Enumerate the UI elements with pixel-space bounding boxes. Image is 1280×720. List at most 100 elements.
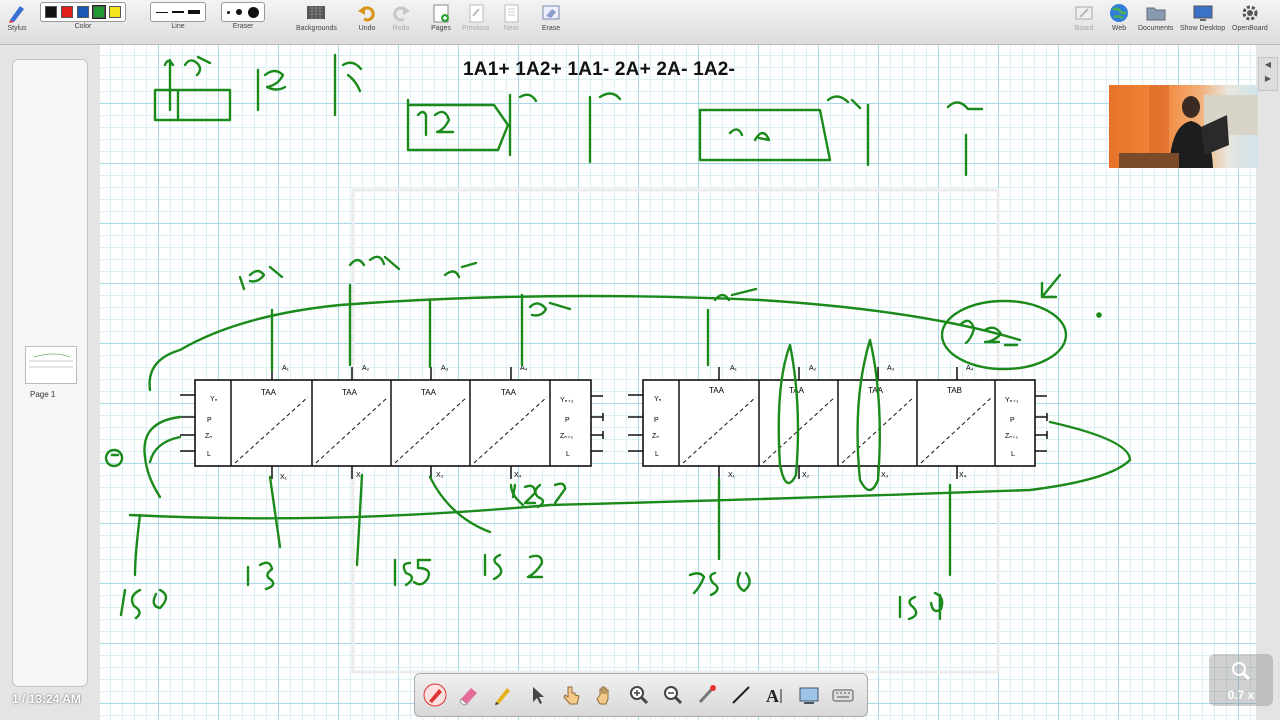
left-top-label-1: A₂ [362, 365, 370, 372]
line-thin[interactable] [156, 11, 168, 13]
eraser-large[interactable] [248, 6, 259, 18]
zoom-indicator[interactable]: 0.7 x [1209, 654, 1273, 706]
undo-button[interactable]: Undo [356, 2, 378, 32]
stylus-tool[interactable]: Stylus [6, 2, 28, 32]
left-bottom-label-3: X₄ [514, 472, 522, 479]
svg-text:A: A [766, 686, 779, 706]
left-module-3: TAA [501, 388, 517, 397]
page-thumbnail[interactable] [25, 346, 77, 384]
right-module-3: TAB [947, 386, 962, 395]
previous-page-icon [469, 4, 484, 23]
left-out-cell-0: Yₙ₊₁ [560, 397, 574, 404]
openboard-menu-button[interactable]: OpenBoard [1232, 2, 1268, 32]
eraser-medium[interactable] [236, 9, 242, 15]
show-desktop-button[interactable]: Show Desktop [1180, 2, 1225, 32]
right-out-cell-2: Zₙ₊₁ [1005, 433, 1019, 440]
right-in-cell-3: L [655, 451, 659, 458]
keyboard-icon[interactable] [831, 683, 855, 707]
hand-pointer-icon[interactable] [559, 683, 583, 707]
right-top-label-0: A₁ [730, 365, 738, 372]
right-module-0: TAA [709, 386, 725, 395]
page-time-indicator: 1 / 13:24 AM [12, 692, 81, 706]
globe-icon [1110, 4, 1128, 22]
color-tool[interactable]: Color [40, 2, 126, 30]
next-button[interactable]: Next [500, 2, 522, 32]
line-icon[interactable] [729, 683, 753, 707]
line-thick[interactable] [188, 10, 200, 14]
erase-board-icon [542, 5, 560, 20]
right-top-label-2: A₃ [887, 365, 895, 372]
left-out-cell-1: P [565, 417, 570, 424]
line-tool[interactable]: Line [150, 2, 206, 30]
right-in-cell-2: Zₙ [652, 433, 659, 440]
right-top-label-1: A₂ [809, 365, 817, 372]
left-in-cell-2: Zₙ [205, 433, 212, 440]
pointer-icon[interactable] [525, 683, 549, 707]
board-button[interactable]: Board [1073, 2, 1095, 32]
right-in-cell-0: Yₙ [654, 396, 662, 403]
stylus-icon [9, 6, 24, 23]
right-out-cell-3: L [1011, 451, 1015, 458]
left-block-frame [194, 379, 592, 467]
undo-icon [358, 6, 375, 22]
redo-button[interactable]: Redo [390, 2, 412, 32]
pages-button[interactable]: Pages [430, 2, 452, 32]
color-swatch-blue[interactable] [77, 6, 89, 18]
left-in-cell-0: Yₙ [210, 396, 218, 403]
previous-button[interactable]: Previous [462, 2, 489, 32]
redo-icon [393, 6, 410, 22]
right-block-frame [642, 379, 1036, 467]
next-page-icon [504, 4, 519, 23]
left-bottom-label-2: X₃ [436, 472, 444, 479]
webcam-overlay [1109, 85, 1258, 168]
zoom-in-icon[interactable] [627, 683, 651, 707]
folder-icon [1146, 7, 1166, 21]
drawing-tools-dock: A [414, 673, 868, 717]
eraser-tool[interactable]: Eraser [221, 2, 265, 30]
right-bottom-label-2: X₃ [881, 472, 889, 479]
line-width-picker [150, 2, 206, 22]
left-module-0: TAA [261, 388, 277, 397]
pages-icon [433, 4, 449, 23]
highlighter-icon[interactable] [491, 683, 515, 707]
zoom-level-label: 0.7 x [1227, 688, 1255, 702]
hand-icon[interactable] [593, 683, 617, 707]
erase-button[interactable]: Erase [540, 2, 562, 32]
marker-eraser-icon[interactable] [457, 683, 481, 707]
left-in-cell-1: P [207, 417, 212, 424]
color-swatch-yellow[interactable] [109, 6, 121, 18]
left-module-2: TAA [421, 388, 437, 397]
zoom-magnifier-icon [1232, 662, 1251, 681]
right-top-label-3: A₄ [966, 365, 974, 372]
handwritten-annotations [104, 53, 1132, 621]
webcam-image [1119, 85, 1258, 168]
pen-icon[interactable] [423, 683, 447, 707]
color-swatch-red[interactable] [61, 6, 73, 18]
right-out-cell-1: P [1010, 417, 1015, 424]
right-panel-handle[interactable]: ◀▶ [1258, 57, 1278, 91]
zoom-out-icon[interactable] [661, 683, 685, 707]
left-top-label-0: A₁ [282, 365, 290, 372]
web-button[interactable]: Web [1108, 2, 1130, 32]
eraser-size-picker [221, 2, 265, 22]
color-palette [40, 2, 126, 22]
color-swatch-black[interactable] [45, 6, 57, 18]
color-swatch-green[interactable] [92, 5, 106, 19]
top-toolbar: Stylus Color Line Eraser Backgrounds [0, 0, 1280, 45]
line-medium[interactable] [172, 11, 184, 13]
left-sequencer-block: Yₙ P Zₙ L TAA TAA TAA TAA Yₙ₊₁ P Zₙ₊₁ L … [180, 365, 604, 481]
capture-icon[interactable] [797, 683, 821, 707]
backgrounds-tool[interactable]: Backgrounds [296, 2, 337, 32]
laser-icon[interactable] [695, 683, 719, 707]
sequence-title: 1A1+ 1A2+ 1A1- 2A+ 2A- 1A2- [463, 59, 736, 80]
right-module-2: TAA [868, 386, 884, 395]
text-icon[interactable]: A [763, 683, 787, 707]
page-label: Page 1 [30, 390, 56, 399]
gear-icon [1242, 5, 1258, 21]
left-top-label-3: A₄ [520, 365, 528, 372]
right-in-cell-1: P [654, 417, 659, 424]
eraser-small[interactable] [227, 10, 230, 14]
documents-button[interactable]: Documents [1138, 2, 1173, 32]
left-bottom-label-1: X₂ [356, 472, 364, 479]
board-icon [1075, 6, 1093, 20]
